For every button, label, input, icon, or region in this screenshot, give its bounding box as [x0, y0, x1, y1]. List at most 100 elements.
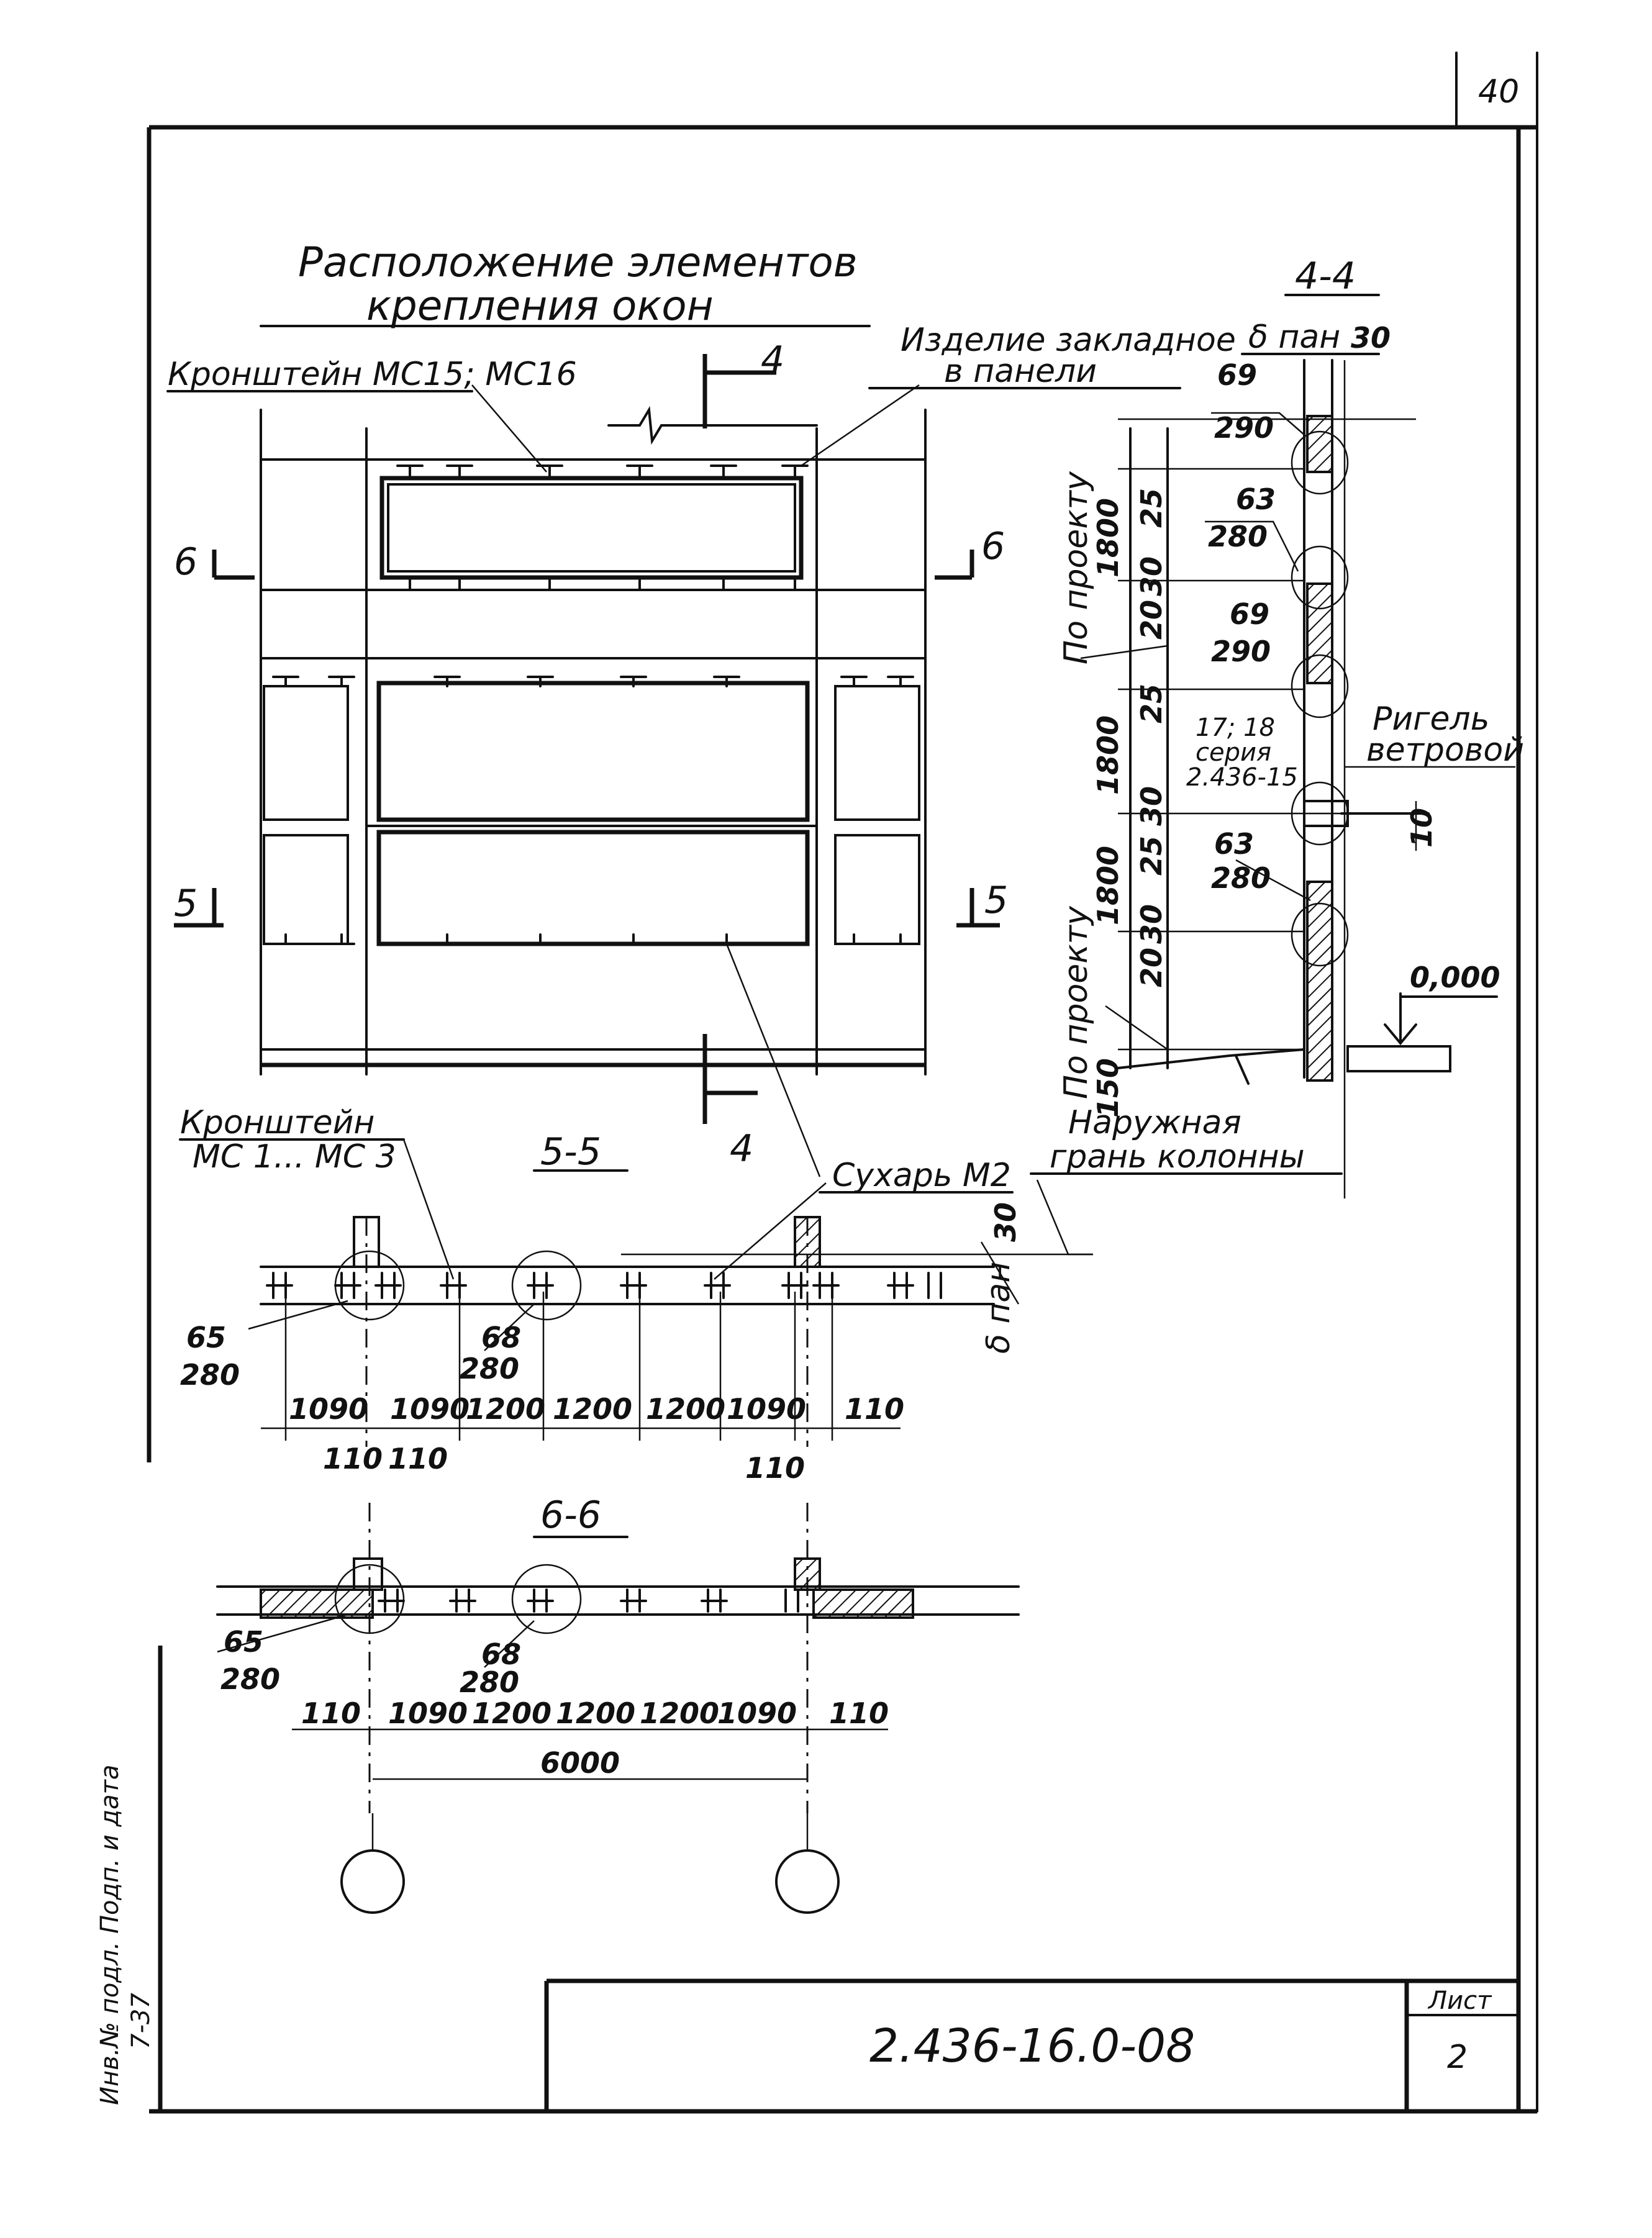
- outer-face-leader: [1036, 1179, 1093, 1256]
- dims-66-row: 110 1090 1200 1200 1200 1090 110 6000: [301, 1697, 889, 1780]
- page-number: 40: [1478, 73, 1519, 111]
- dim-66-top-0: 110: [301, 1697, 361, 1730]
- node-65b: 65: [224, 1625, 263, 1659]
- node-69b: 69: [1230, 597, 1269, 631]
- dim-55-top-0: 1090: [289, 1392, 368, 1426]
- section-6-6-view: [216, 1503, 1020, 1914]
- embedded-part-label-2: в панели: [944, 353, 1097, 390]
- sheet-number: 2: [1447, 2039, 1468, 2076]
- dim-44-d25b: 25: [1135, 684, 1168, 723]
- sheet-frame: [147, 52, 1538, 2114]
- node-63a: 63: [1236, 482, 1276, 516]
- rusk-label: Сухарь М2: [832, 1157, 1011, 1194]
- dim-55-bottom-0: 110: [323, 1442, 383, 1475]
- section-title-5-5: 5-5: [540, 1130, 601, 1174]
- dim-44-d30c: 30: [1135, 904, 1168, 944]
- bracket-bottom-label-1: Кронштейн: [180, 1104, 374, 1141]
- margin-stamp-line2: 7-37: [127, 1993, 155, 2049]
- section-mark-6-left: 6: [174, 540, 197, 584]
- dim-44-d30b: 30: [1135, 786, 1168, 826]
- section-mark-4-top: 4: [761, 338, 784, 382]
- rusk-leader: [714, 1182, 827, 1280]
- elevation-mark: 0,000: [1410, 961, 1500, 994]
- dim-66-top-2: 1200: [472, 1697, 551, 1730]
- node-280c: 280: [180, 1358, 240, 1392]
- dim-66-top-6: 110: [829, 1697, 889, 1730]
- dim-44-d10: 10: [1405, 808, 1438, 848]
- by-project-1: По проекту: [1058, 471, 1095, 664]
- node-69a: 69: [1217, 358, 1257, 392]
- dim-44-d25a: 25: [1135, 488, 1168, 528]
- dim-55-top-1: 1090: [390, 1392, 470, 1426]
- dim-55-bottom-1: 110: [388, 1442, 448, 1475]
- section-5-5-view: [248, 1216, 1093, 1447]
- section-cut-5: [174, 888, 1000, 928]
- section-cut-4-top: [702, 354, 776, 428]
- node-280e: 280: [220, 1662, 280, 1696]
- dim-55-top-3: 1200: [553, 1392, 632, 1426]
- crossbar-label-1: Ригель: [1373, 700, 1489, 738]
- section-mark-6-right: 6: [981, 525, 1005, 568]
- node-280b: 280: [1211, 861, 1271, 895]
- dim-44-h1800c: 1800: [1091, 846, 1125, 925]
- dim-55-top-5: 1090: [727, 1392, 806, 1426]
- outer-face-label-2: грань колонны: [1050, 1138, 1305, 1176]
- section-4-4-view: [1080, 359, 1515, 1198]
- embedded-part-label-1: Изделие закладное: [901, 322, 1236, 359]
- dims-55-row: 1090 1090 1200 1200 1200 1090 110 110 11…: [289, 1392, 904, 1485]
- series-ref-line3: 2.436-15: [1186, 763, 1298, 792]
- bracket-bottom-label-2: МС 1... МС 3: [193, 1138, 396, 1176]
- dim-44-d20b: 20: [1135, 948, 1168, 987]
- node-65a: 65: [186, 1321, 226, 1354]
- dim-44-h1800a: 1800: [1091, 498, 1125, 578]
- section-title-6-6: 6-6: [540, 1493, 601, 1537]
- drawing-title-line2: крепления окон: [366, 282, 714, 330]
- dim-44-d30a: 30: [1135, 556, 1168, 596]
- node-68a: 68: [481, 1321, 521, 1354]
- dims-44-vertical: 1800 1800 1800 25 30 20 25 30 25 30 20 1…: [1058, 471, 1438, 1118]
- dim-44-d150: 150: [1091, 1058, 1125, 1118]
- node-290a: 290: [1214, 411, 1274, 445]
- dim-55-top-2: 1200: [466, 1392, 545, 1426]
- dim-66-top-4: 1200: [640, 1697, 719, 1730]
- node-280f: 280: [460, 1665, 519, 1699]
- bracket-bottom-leader: [402, 1139, 455, 1280]
- outer-face-label-1: Наружная: [1068, 1104, 1241, 1141]
- node-280a: 280: [1208, 520, 1268, 553]
- delta-pan-top: δ пан: [1248, 319, 1340, 356]
- node-290b: 290: [1211, 635, 1271, 668]
- bracket-top-label: Кронштейн МС15; МС16: [168, 356, 577, 393]
- dim-44-d20a: 20: [1135, 600, 1168, 640]
- document-code: 2.436-16.0-08: [869, 2019, 1195, 2073]
- by-project-2: По проекту: [1058, 905, 1095, 1099]
- dim-55-top-4: 1200: [646, 1392, 725, 1426]
- dim-66-total: 6000: [540, 1746, 620, 1780]
- title-block: [544, 1978, 1520, 2111]
- dim-44-top30: 30: [1351, 321, 1391, 355]
- drawing-title-line1: Расположение элементов: [298, 238, 858, 286]
- section-title-4-4: 4-4: [1295, 255, 1356, 298]
- window-plan-view: [260, 384, 927, 1177]
- dim-66-top-3: 1200: [556, 1697, 635, 1730]
- dim-55-d30: 30: [989, 1202, 1022, 1242]
- sheet-label: Лист: [1427, 1987, 1492, 2015]
- dim-66-top-5: 1090: [717, 1697, 797, 1730]
- margin-stamp-line1: Инв.№ подл. Подп. и дата: [96, 1765, 124, 2105]
- section-cut-6: [212, 550, 974, 580]
- dim-66-top-1: 1090: [388, 1697, 468, 1730]
- section-mark-4-bottom: 4: [730, 1127, 753, 1171]
- section-mark-5-left: 5: [174, 882, 197, 925]
- series-ref-line1: 17; 18: [1196, 714, 1275, 742]
- dim-44-d25c: 25: [1135, 836, 1168, 876]
- delta-pan-bottom: δ пан: [980, 1262, 1017, 1354]
- node-63b: 63: [1214, 827, 1254, 861]
- section-mark-5-right: 5: [984, 879, 1008, 922]
- dim-55-top-6: 110: [845, 1392, 904, 1426]
- dim-55-bottom-2: 110: [745, 1451, 805, 1485]
- node-280d: 280: [460, 1352, 519, 1385]
- section-cut-4-bottom: [702, 1034, 758, 1124]
- crossbar-label-2: ветровой: [1366, 732, 1524, 769]
- dim-44-h1800b: 1800: [1091, 715, 1125, 795]
- series-ref-line2: серия: [1196, 738, 1271, 767]
